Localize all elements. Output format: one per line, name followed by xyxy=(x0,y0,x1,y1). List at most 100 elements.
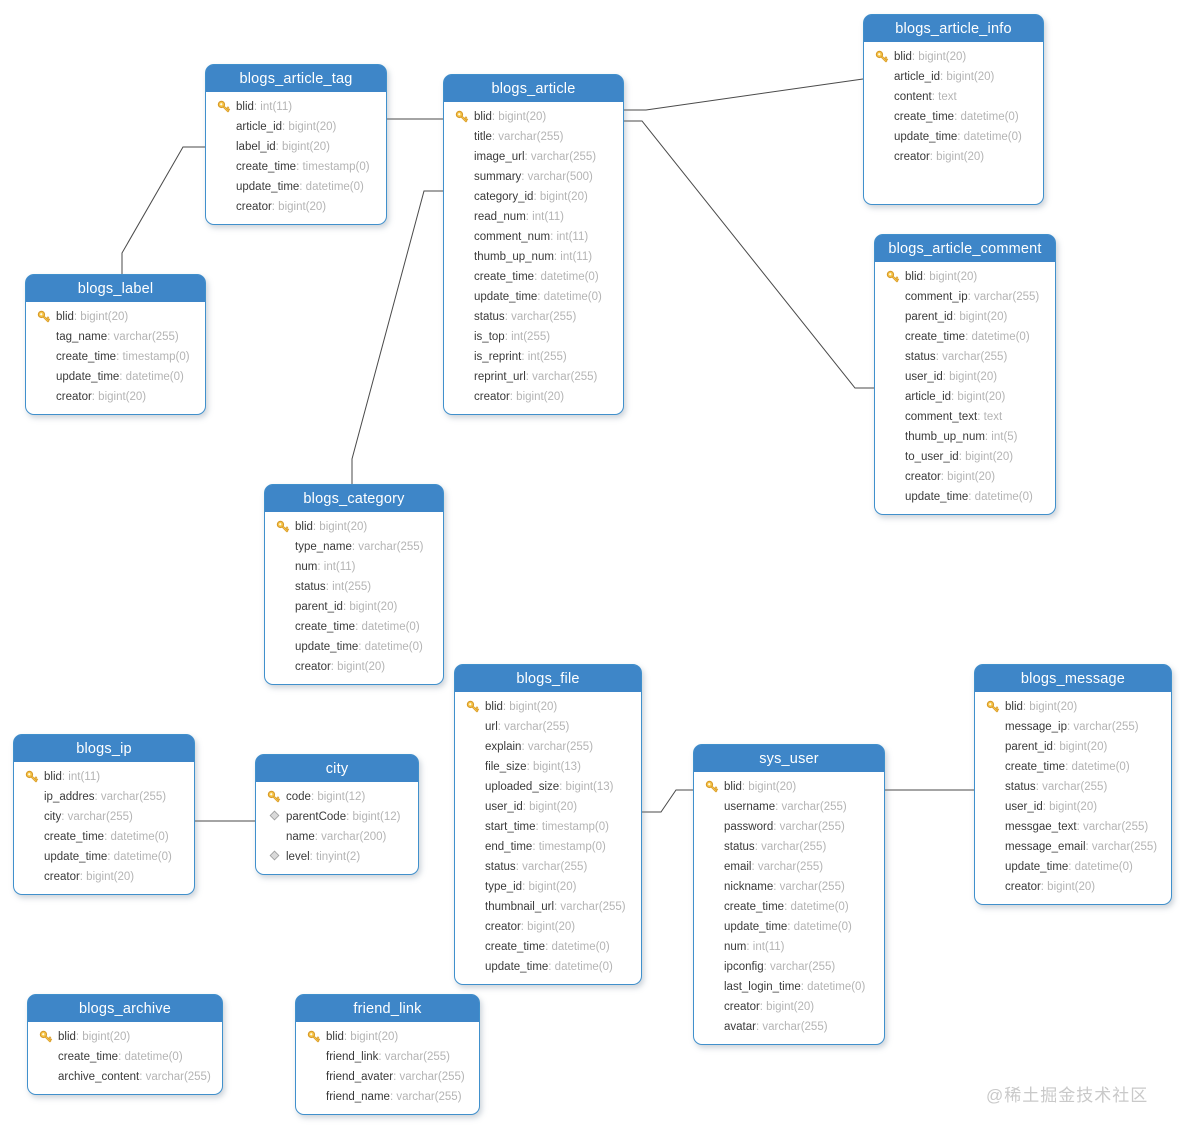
field-type: : bigint(20) xyxy=(911,51,967,63)
empty-icon-slot xyxy=(271,599,295,615)
field-type: : timestamp(0) xyxy=(296,161,370,173)
empty-icon-slot xyxy=(700,959,724,975)
field-type: : datetime(0) xyxy=(965,331,1030,343)
field-type: : varchar(255) xyxy=(393,1071,465,1083)
field-row-create_time: create_time: datetime(0) xyxy=(34,1047,218,1067)
empty-icon-slot xyxy=(262,829,286,845)
field-name: comment_text xyxy=(905,411,978,423)
empty-icon-slot xyxy=(981,739,1005,755)
field-type: : bigint(20) xyxy=(342,601,398,613)
field-type: : varchar(255) xyxy=(351,541,424,553)
table-title-blogs_archive[interactable]: blogs_archive xyxy=(28,995,222,1022)
primary-key-icon xyxy=(882,266,905,289)
field-type: : datetime(0) xyxy=(1065,761,1130,773)
field-type: : varchar(255) xyxy=(1085,841,1158,853)
table-title-blogs_article_comment[interactable]: blogs_article_comment xyxy=(875,235,1055,262)
field-name: create_time xyxy=(905,331,966,343)
field-type: : bigint(20) xyxy=(502,701,558,713)
table-title-blogs_article_info[interactable]: blogs_article_info xyxy=(864,15,1043,42)
field-row-creator: creator: bigint(20) xyxy=(450,387,619,407)
key-icon-slot xyxy=(32,309,56,325)
field-type: : varchar(255) xyxy=(389,1091,462,1103)
field-row-city: city: varchar(255) xyxy=(20,807,190,827)
field-type: : varchar(255) xyxy=(755,1021,828,1033)
table-title-blogs_article[interactable]: blogs_article xyxy=(444,75,623,102)
field-type: : varchar(255) xyxy=(378,1051,451,1063)
field-row-blid: blid: bigint(20) xyxy=(461,697,637,717)
field-row-update_time: update_time: datetime(0) xyxy=(700,917,880,937)
field-type: : varchar(255) xyxy=(521,741,594,753)
table-fields: code: bigint(12)parentCode: bigint(12)na… xyxy=(256,782,418,874)
field-row-label_id: label_id: bigint(20) xyxy=(212,137,382,157)
table-title-blogs_file[interactable]: blogs_file xyxy=(455,665,641,692)
empty-icon-slot xyxy=(450,249,474,265)
field-row-user_id: user_id: bigint(20) xyxy=(881,367,1051,387)
field-name: article_id xyxy=(236,121,283,133)
field-name: category_id xyxy=(474,191,534,203)
field-type: : datetime(0) xyxy=(968,491,1033,503)
field-type: : varchar(255) xyxy=(61,811,133,823)
field-name: create_time xyxy=(44,831,105,843)
empty-icon-slot xyxy=(881,309,905,325)
field-type: : bigint(20) xyxy=(509,391,565,403)
field-name: num xyxy=(295,561,318,573)
index-icon xyxy=(268,850,281,862)
field-type: : datetime(0) xyxy=(545,941,610,953)
field-name: update_time xyxy=(474,291,538,303)
empty-icon-slot xyxy=(271,659,295,675)
field-name: username xyxy=(724,801,776,813)
table-title-blogs_message[interactable]: blogs_message xyxy=(975,665,1171,692)
field-name: create_time xyxy=(474,271,535,283)
field-name: comment_num xyxy=(474,231,551,243)
field-type: : bigint(20) xyxy=(1042,801,1098,813)
key-icon-slot xyxy=(302,1029,326,1045)
field-name: summary xyxy=(474,171,522,183)
table-title-blogs_article_tag[interactable]: blogs_article_tag xyxy=(206,65,386,92)
field-row-creator: creator: bigint(20) xyxy=(271,657,439,677)
table-title-friend_link[interactable]: friend_link xyxy=(296,995,479,1022)
field-name: article_id xyxy=(905,391,952,403)
table-title-blogs_category[interactable]: blogs_category xyxy=(265,485,443,512)
empty-icon-slot xyxy=(461,799,485,815)
field-row-creator: creator: bigint(20) xyxy=(870,147,1039,167)
empty-icon-slot xyxy=(20,809,44,825)
table-title-blogs_label[interactable]: blogs_label xyxy=(26,275,205,302)
field-name: create_time xyxy=(236,161,297,173)
field-row-status: status: int(255) xyxy=(271,577,439,597)
index-icon-slot xyxy=(262,849,286,865)
field-type: : bigint(20) xyxy=(275,141,330,153)
empty-icon-slot xyxy=(700,859,724,875)
field-name: user_id xyxy=(485,801,523,813)
table-title-blogs_ip[interactable]: blogs_ip xyxy=(14,735,194,762)
field-name: thumbnail_url xyxy=(485,901,555,913)
table-title-sys_user[interactable]: sys_user xyxy=(694,745,884,772)
empty-icon-slot xyxy=(32,389,56,405)
empty-icon-slot xyxy=(32,369,56,385)
field-name: messgae_text xyxy=(1005,821,1077,833)
table-fields: blid: int(11)ip_addres: varchar(255)city… xyxy=(14,762,194,894)
field-row-message_ip: message_ip: varchar(255) xyxy=(981,717,1167,737)
empty-icon-slot xyxy=(212,159,236,175)
field-type: : varchar(255) xyxy=(1035,781,1108,793)
field-name: creator xyxy=(295,661,331,673)
empty-icon-slot xyxy=(700,939,724,955)
field-type: : varchar(255) xyxy=(107,331,179,343)
field-type: : bigint(20) xyxy=(1052,741,1108,753)
field-name: file_size xyxy=(485,761,527,773)
table-title-city[interactable]: city xyxy=(256,755,418,782)
field-name: blid xyxy=(236,101,254,113)
field-type: : varchar(200) xyxy=(314,831,387,843)
